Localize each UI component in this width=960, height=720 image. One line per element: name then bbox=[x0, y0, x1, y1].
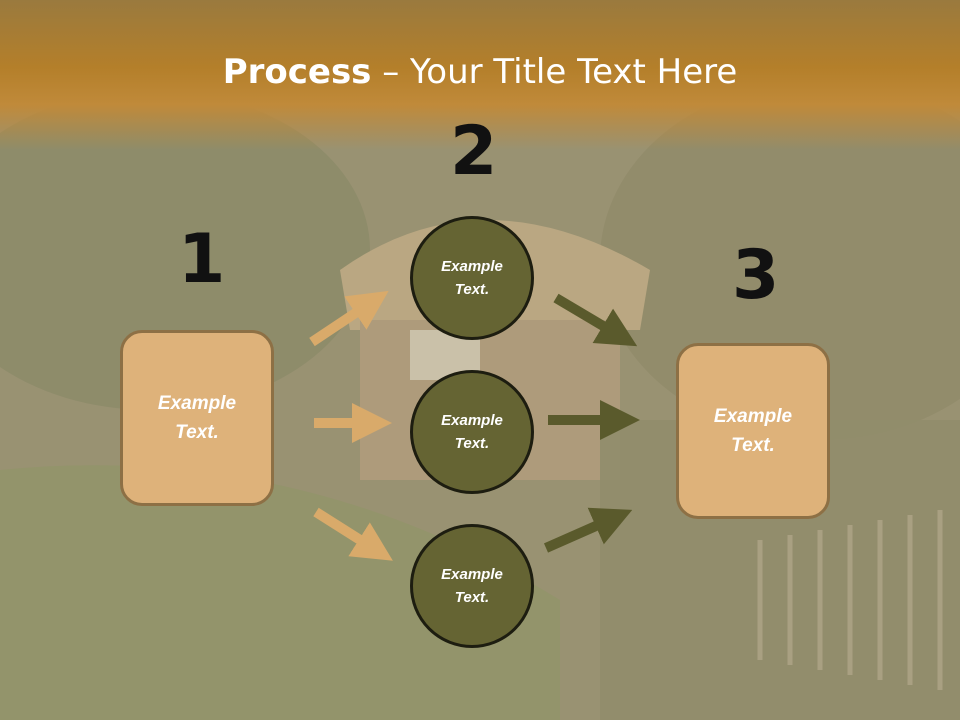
arrow-left-to-bottom bbox=[313, 507, 393, 561]
step-number-2: 2 bbox=[450, 112, 498, 191]
arrow-top-to-right bbox=[553, 293, 638, 347]
arrow-bottom-to-right bbox=[543, 507, 633, 553]
step-number-1: 1 bbox=[178, 220, 226, 299]
right-text-box[interactable]: Example Text. bbox=[676, 343, 830, 519]
right-box-text: Example Text. bbox=[713, 406, 793, 456]
left-text-box[interactable]: Example Text. bbox=[120, 330, 274, 506]
circle-top[interactable]: Example Text. bbox=[410, 216, 534, 340]
title-band bbox=[0, 0, 960, 150]
step-number-3: 3 bbox=[732, 236, 780, 315]
title-rest: – Your Title Text Here bbox=[371, 52, 738, 92]
page-title: Process – Your Title Text Here bbox=[0, 52, 960, 92]
circle-middle-text: Example Text. bbox=[441, 412, 503, 452]
circle-middle[interactable]: Example Text. bbox=[410, 370, 534, 494]
circle-top-text: Example Text. bbox=[441, 258, 503, 298]
title-bold: Process bbox=[222, 52, 372, 92]
circle-bottom[interactable]: Example Text. bbox=[410, 524, 534, 648]
arrow-left-to-top bbox=[309, 290, 389, 347]
circle-bottom-text: Example Text. bbox=[441, 566, 503, 606]
left-box-text: Example Text. bbox=[157, 393, 237, 443]
